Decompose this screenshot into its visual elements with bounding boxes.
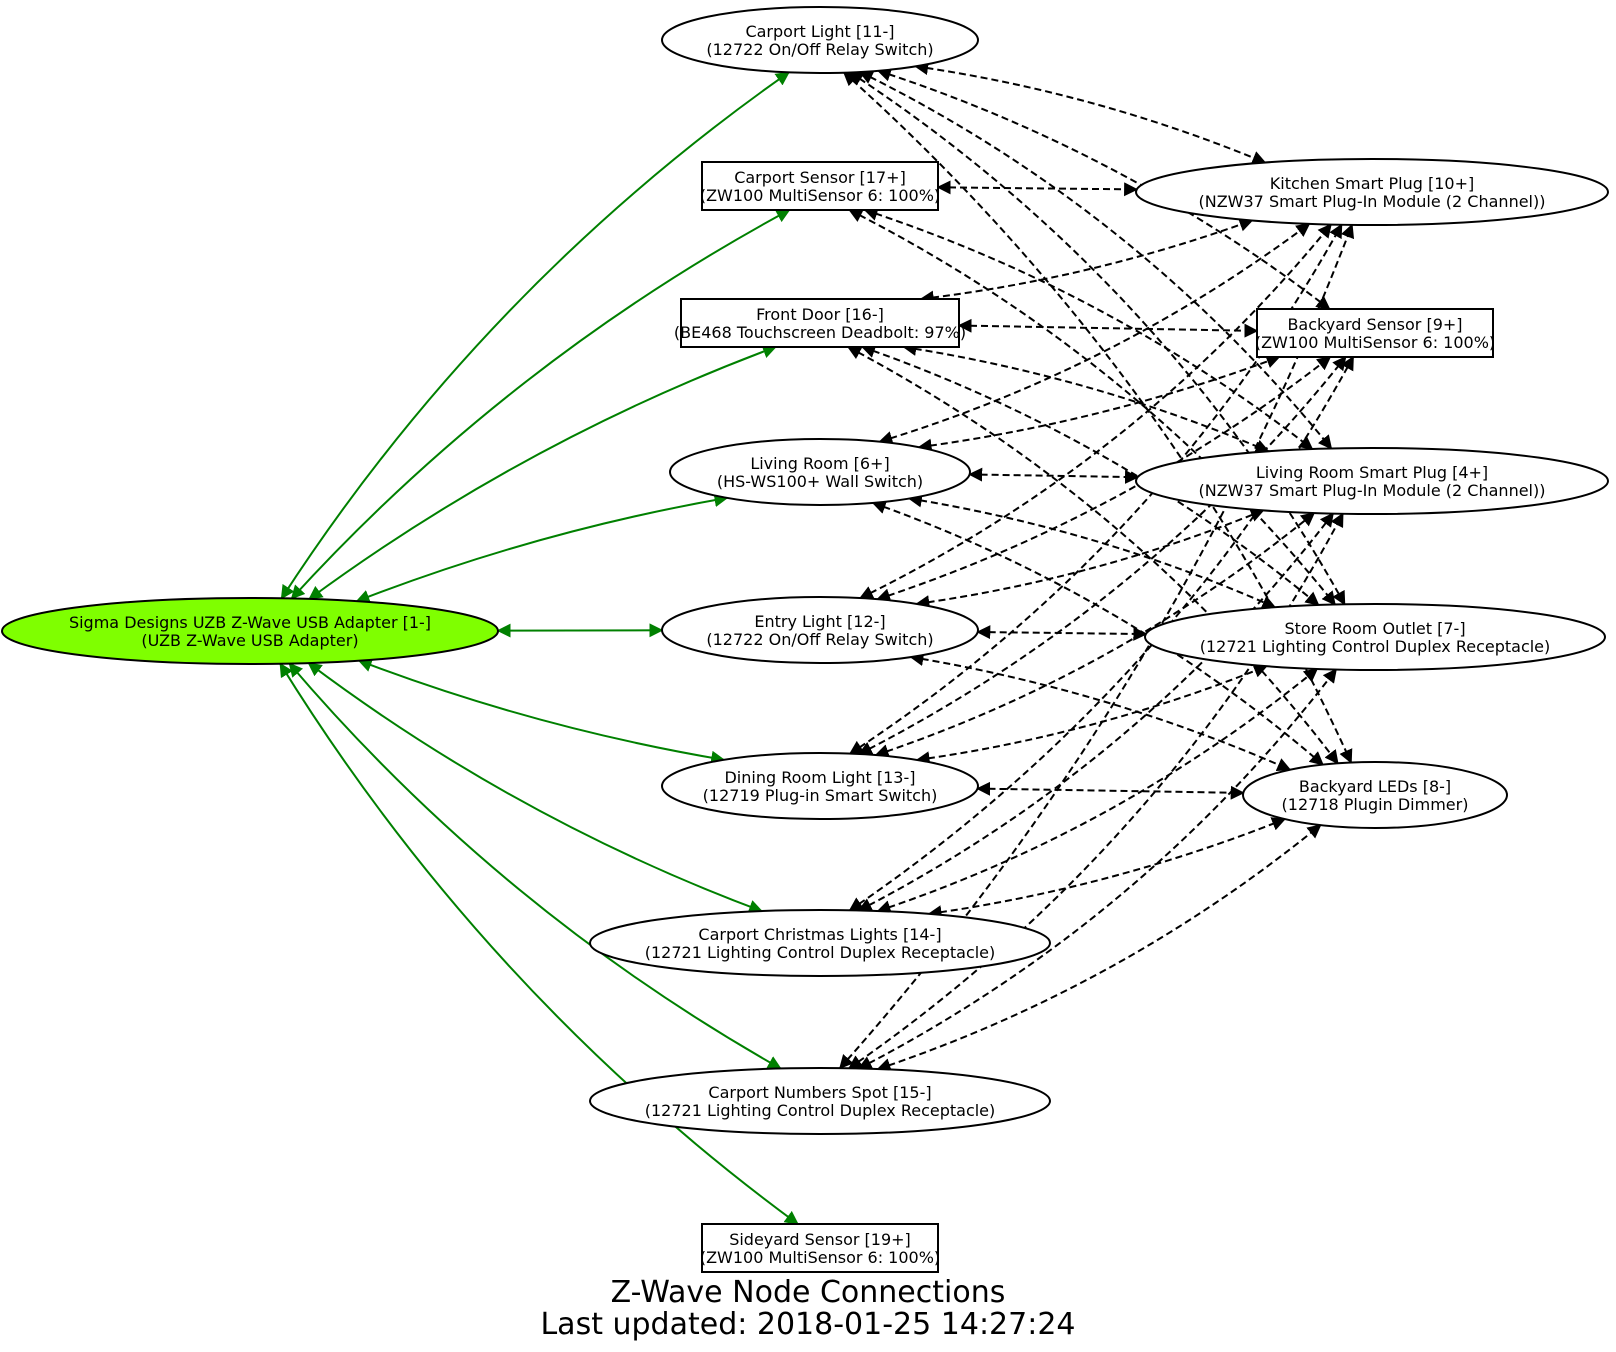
node-model: (NZW37 Smart Plug-In Module (2 Channel)) (1199, 481, 1546, 500)
node-n8[interactable]: Backyard LEDs [8-](12718 Plugin Dimmer) (1242, 761, 1508, 829)
node-n1[interactable]: Sigma Designs UZB Z-Wave USB Adapter [1-… (1, 597, 499, 665)
device-nodes: Sigma Designs UZB Z-Wave USB Adapter [1-… (1, 6, 1609, 1273)
node-n9[interactable]: Backyard Sensor [9+](ZW100 MultiSensor 6… (1255, 308, 1495, 358)
node-name: Kitchen Smart Plug [10+] (1270, 174, 1474, 193)
device-ellipse (661, 6, 979, 74)
node-n17[interactable]: Carport Sensor [17+](ZW100 MultiSensor 6… (700, 161, 940, 211)
node-name: Entry Light [12-] (754, 612, 885, 631)
node-model: (ZW100 MultiSensor 6: 100%) (700, 186, 940, 205)
device-ellipse (1135, 158, 1609, 226)
device-ellipse (661, 596, 979, 664)
node-n19[interactable]: Sideyard Sensor [19+](ZW100 MultiSensor … (700, 1223, 940, 1273)
sensor-box (1256, 308, 1494, 358)
device-ellipse (589, 909, 1051, 977)
node-n14[interactable]: Carport Christmas Lights [14-](12721 Lig… (589, 909, 1051, 977)
node-n16[interactable]: Front Door [16-](BE468 Touchscreen Deadb… (674, 298, 966, 348)
device-ellipse (1144, 603, 1606, 671)
node-n6[interactable]: Living Room [6+](HS-WS100+ Wall Switch) (669, 438, 971, 506)
node-model: (12722 On/Off Relay Switch) (706, 40, 933, 59)
node-name: Carport Light [11-] (745, 22, 894, 41)
node-model: (12722 On/Off Relay Switch) (706, 630, 933, 649)
mesh-link-n6-n7 (907, 493, 1277, 609)
link-n1-n6 (355, 493, 729, 604)
device-ellipse (1242, 761, 1508, 829)
node-model: (12719 Plug-in Smart Switch) (703, 786, 938, 805)
mesh-link-n16-n10 (919, 218, 1254, 305)
node-model: (NZW37 Smart Plug-In Module (2 Channel)) (1199, 192, 1546, 211)
node-n13[interactable]: Dining Room Light [13-](12719 Plug-in Sm… (661, 752, 979, 820)
mesh-link-n15-n8 (876, 824, 1322, 1072)
node-name: Sideyard Sensor [19+] (729, 1230, 911, 1249)
diagram-title: Z-Wave Node Connections (611, 1275, 1006, 1310)
mesh-link-n11-n4 (858, 71, 1333, 450)
mesh-link-n16-n4 (902, 342, 1270, 453)
device-ellipse (589, 1067, 1051, 1135)
device-ellipse (669, 438, 971, 506)
link-n1-n15 (288, 662, 782, 1070)
sensor-box (701, 161, 939, 211)
mesh-links (839, 61, 1355, 1072)
node-model: (UZB Z-Wave USB Adapter) (141, 631, 358, 650)
node-n7[interactable]: Store Room Outlet [7-](12721 Lighting Co… (1144, 603, 1606, 671)
node-name: Carport Numbers Spot [15-] (708, 1083, 931, 1102)
link-n1-n19 (279, 662, 799, 1225)
diagram-subtitle: Last updated: 2018-01-25 14:27:24 (540, 1307, 1075, 1342)
sensor-box (680, 298, 960, 348)
node-model: (12721 Lighting Control Duplex Receptacl… (1200, 637, 1551, 656)
node-model: (BE468 Touchscreen Deadbolt: 97%) (674, 323, 966, 342)
node-name: Living Room [6+] (750, 454, 889, 473)
node-model: (12718 Plugin Dimmer) (1282, 795, 1469, 814)
mesh-link-n17-n10 (936, 180, 1139, 197)
mesh-link-n11-n10 (914, 61, 1267, 165)
link-n1-n13 (357, 658, 726, 765)
mesh-link-n13-n8 (976, 781, 1245, 800)
controller-links (279, 71, 799, 1225)
node-n12[interactable]: Entry Light [12-](12722 On/Off Relay Swi… (661, 596, 979, 664)
node-name: Carport Sensor [17+] (734, 168, 906, 187)
node-n4[interactable]: Living Room Smart Plug [4+](NZW37 Smart … (1135, 447, 1609, 515)
mesh-link-n6-n4 (968, 467, 1139, 484)
mesh-link-n16-n9 (957, 318, 1259, 338)
sensor-box (701, 1223, 939, 1273)
node-name: Backyard LEDs [8-] (1299, 777, 1451, 796)
node-name: Sigma Designs UZB Z-Wave USB Adapter [1-… (69, 613, 431, 632)
mesh-link-n12-n7 (976, 625, 1148, 641)
node-model: (12721 Lighting Control Duplex Receptacl… (645, 1101, 996, 1120)
node-model: (12721 Lighting Control Duplex Receptacl… (645, 943, 996, 962)
node-name: Carport Christmas Lights [14-] (698, 925, 941, 944)
node-model: (ZW100 MultiSensor 6: 100%) (1255, 333, 1495, 352)
node-model: (ZW100 MultiSensor 6: 100%) (700, 1248, 940, 1267)
device-ellipse (661, 752, 979, 820)
node-name: Front Door [16-] (756, 305, 884, 324)
node-n11[interactable]: Carport Light [11-](12722 On/Off Relay S… (661, 6, 979, 74)
mesh-link-n14-n8 (927, 817, 1286, 920)
node-name: Store Room Outlet [7-] (1284, 619, 1465, 638)
node-name: Backyard Sensor [9+] (1287, 315, 1462, 334)
controller-ellipse (1, 597, 499, 665)
node-model: (HS-WS100+ Wall Switch) (717, 472, 923, 491)
mesh-link-n13-n9 (857, 355, 1347, 755)
node-n15[interactable]: Carport Numbers Spot [15-](12721 Lightin… (589, 1067, 1051, 1135)
node-name: Living Room Smart Plug [4+] (1256, 463, 1488, 482)
device-ellipse (1135, 447, 1609, 515)
node-n10[interactable]: Kitchen Smart Plug [10+](NZW37 Smart Plu… (1135, 158, 1609, 226)
node-name: Dining Room Light [13-] (724, 768, 915, 787)
